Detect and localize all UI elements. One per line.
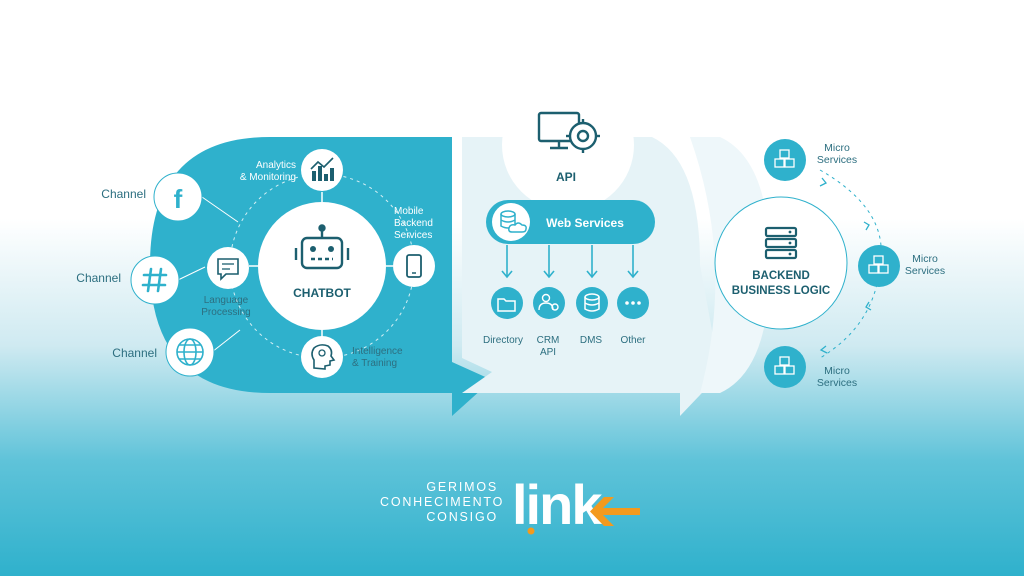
- channel-label: Channel: [76, 271, 121, 285]
- chat-bubble-icon: [217, 258, 239, 281]
- service-directory[interactable]: [491, 287, 523, 319]
- cubes-icon: [868, 255, 889, 274]
- backend-node[interactable]: BACKEND BUSINESS LOGIC: [714, 196, 848, 330]
- channel-slack[interactable]: [130, 255, 180, 305]
- arc-chevrons: [819, 177, 872, 354]
- slack-hash-icon: [141, 267, 168, 293]
- micro-label: Micro: [824, 365, 850, 377]
- channel-connector: [177, 266, 206, 281]
- service-arrows: [501, 245, 639, 279]
- robot-icon: [294, 224, 350, 270]
- folder-icon: [497, 298, 516, 312]
- web-services-bar[interactable]: Web Services: [486, 200, 655, 244]
- analytics-label: & Monitoring: [240, 172, 296, 183]
- mobile-label: Backend: [394, 218, 433, 229]
- micro-label: Services: [905, 265, 945, 277]
- service-other[interactable]: [617, 287, 649, 319]
- analytics-label: Analytics: [256, 160, 296, 171]
- server-icon: [764, 226, 798, 260]
- micro-services-bottom[interactable]: [764, 346, 806, 388]
- language-label: Language: [204, 295, 249, 306]
- facebook-icon: f: [174, 184, 183, 214]
- micro-services-top[interactable]: [764, 139, 806, 181]
- channel-connector: [201, 196, 239, 223]
- mobile-label: Mobile: [394, 206, 424, 217]
- robot-eye: [328, 246, 334, 252]
- channel-label: Channel: [101, 187, 146, 201]
- logo-dot: [527, 527, 535, 535]
- database-cloud-icon: [500, 210, 527, 233]
- chatbot-title: CHATBOT: [293, 286, 351, 300]
- tagline-line: GERIMOS: [426, 480, 498, 494]
- cubes-icon: [774, 356, 795, 375]
- head-brain-icon: [311, 344, 336, 370]
- service-crm-api[interactable]: [533, 287, 565, 319]
- logo-arrow-icon: [590, 497, 640, 526]
- cubes-icon: [774, 149, 795, 168]
- web-services-label: Web Services: [546, 216, 624, 230]
- users-gear-icon: [538, 293, 559, 311]
- micro-label: Services: [817, 154, 857, 166]
- brand-tagline: GERIMOS CONHECIMENTO CONSIGO: [380, 480, 505, 525]
- bar-chart-icon: [312, 166, 334, 181]
- intelligence-label: Intelligence: [352, 346, 403, 357]
- monitor-gear-icon: [537, 111, 600, 153]
- trend-line-icon: [310, 157, 334, 170]
- micro-label: Micro: [912, 253, 938, 265]
- smartphone-icon: [406, 254, 422, 278]
- micro-label: Services: [817, 377, 857, 389]
- channel-web[interactable]: [165, 327, 215, 377]
- micro-services-middle[interactable]: [858, 245, 900, 287]
- service-label: CRM: [537, 335, 560, 346]
- intelligence-node[interactable]: [301, 336, 343, 378]
- service-dms[interactable]: [576, 287, 608, 319]
- backend-title: BACKEND: [752, 270, 810, 282]
- robot-eye: [310, 246, 316, 252]
- logo-text: link: [512, 473, 603, 536]
- channel-facebook[interactable]: f: [153, 172, 203, 222]
- brand-logo: link: [512, 473, 640, 536]
- more-icon: [625, 301, 641, 305]
- backend-title: BUSINESS LOGIC: [732, 285, 830, 297]
- tagline-line: CONSIGO: [426, 510, 498, 524]
- channel-connector: [211, 329, 241, 353]
- service-label: DMS: [580, 335, 603, 346]
- language-label: Processing: [201, 307, 250, 318]
- analytics-node[interactable]: [301, 149, 343, 191]
- api-title: API: [556, 170, 576, 184]
- service-label: Other: [620, 335, 646, 346]
- service-label: Directory: [483, 335, 523, 346]
- micro-label: Micro: [824, 142, 850, 154]
- intelligence-label: & Training: [352, 358, 397, 369]
- chatbot-core[interactable]: CHATBOT: [258, 202, 386, 330]
- api-node[interactable]: API: [502, 79, 634, 211]
- service-label: API: [540, 347, 556, 358]
- channel-label: Channel: [112, 346, 157, 360]
- mobile-label: Services: [394, 230, 432, 241]
- tagline-line: CONHECIMENTO: [380, 495, 505, 509]
- globe-icon: [176, 338, 204, 366]
- mobile-node[interactable]: [393, 245, 435, 287]
- language-node[interactable]: [207, 247, 249, 289]
- database-icon: [584, 293, 600, 312]
